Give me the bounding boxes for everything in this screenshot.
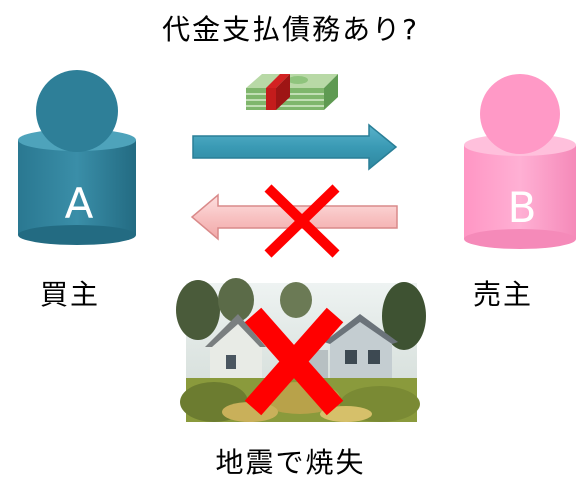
person-a-letter: A bbox=[65, 179, 94, 228]
diagram-title: 代金支払債務あり? bbox=[162, 13, 419, 46]
person-a-body-bottom bbox=[18, 225, 136, 245]
person-a: A bbox=[18, 70, 136, 245]
payment-arrow bbox=[192, 123, 398, 171]
house-cross-mark-icon bbox=[244, 307, 344, 416]
seller-label: 売主 bbox=[473, 278, 534, 311]
person-b-head bbox=[480, 74, 560, 154]
buyer-label: 買主 bbox=[40, 278, 101, 311]
house-photo bbox=[176, 278, 426, 422]
delivery-cross-mark-icon bbox=[264, 184, 340, 258]
house-caption: 地震で焼失 bbox=[215, 446, 366, 479]
person-b-body-bottom bbox=[464, 229, 576, 249]
person-a-head bbox=[36, 70, 118, 152]
person-b: B bbox=[464, 74, 576, 249]
money-bundle-icon bbox=[246, 74, 338, 110]
person-b-body bbox=[464, 145, 576, 239]
person-b-letter: B bbox=[508, 183, 537, 232]
person-a-body bbox=[18, 140, 136, 235]
